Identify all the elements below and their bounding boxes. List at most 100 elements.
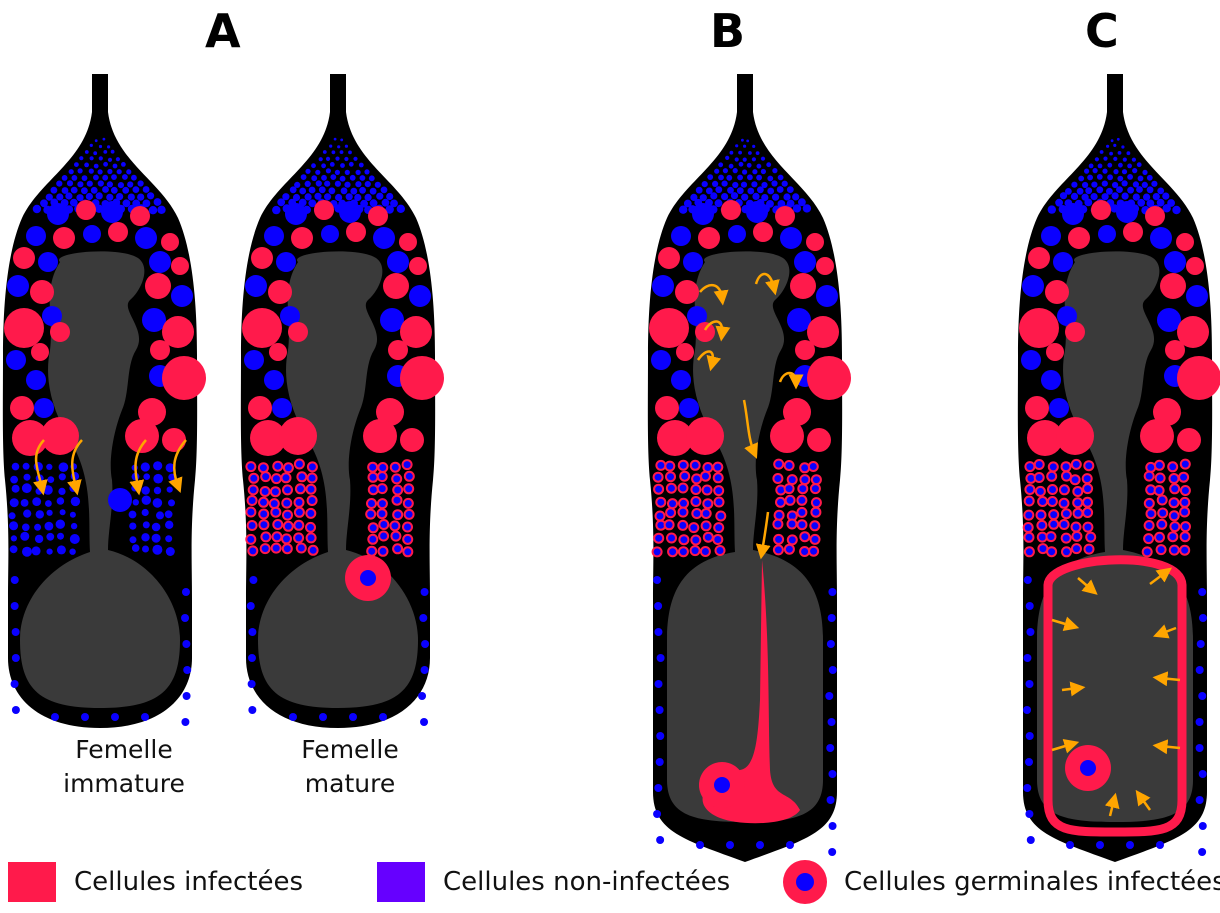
- uninfected-cell: [387, 251, 409, 273]
- germarium-cell: [1157, 188, 1164, 195]
- nurse-cell-nucleus: [307, 524, 314, 531]
- uninfected-cell: [285, 203, 307, 225]
- germarium-cell: [761, 169, 766, 174]
- legend-item-germinal: Cellules germinales infectées: [782, 862, 1220, 902]
- germarium-cell: [51, 187, 58, 194]
- germarium-cell: [138, 180, 144, 186]
- infected-cell: [171, 257, 189, 275]
- nurse-cell-nucleus: [690, 524, 697, 531]
- nurse-cell-nucleus: [655, 535, 662, 542]
- nurse-cell-nucleus: [1156, 534, 1163, 541]
- follicle-cell: [419, 614, 427, 622]
- infected-cell: [291, 227, 313, 249]
- germarium-cell: [1116, 186, 1123, 193]
- germarium-cell: [71, 187, 78, 194]
- legend-item-uninfected: Cellules non-infectées: [377, 862, 730, 902]
- germarium-cell: [730, 151, 734, 155]
- nurse-cell-nucleus: [1171, 547, 1178, 554]
- follicle-cell: [418, 692, 426, 700]
- infected-cell: [1045, 280, 1069, 304]
- uninfected-nurse-cell: [168, 499, 175, 506]
- uninfected-nurse-cell: [59, 473, 66, 480]
- germarium-cell: [1100, 150, 1104, 154]
- germarium-cell: [122, 174, 128, 180]
- infected-cell: [790, 273, 816, 299]
- nurse-cell-nucleus: [405, 500, 412, 507]
- germarium-cell: [722, 181, 728, 187]
- infected-cell: [698, 227, 720, 249]
- nurse-cell-nucleus: [249, 497, 256, 504]
- germarium-cell: [1117, 176, 1123, 182]
- nurse-cell-nucleus: [379, 464, 386, 471]
- infected-cell: [753, 222, 773, 242]
- germarium-cell: [330, 162, 335, 167]
- uninfected-nurse-cell: [20, 532, 29, 541]
- follicle-cell: [1199, 614, 1207, 622]
- uninfected-cell: [339, 201, 361, 223]
- germarium-cell: [1118, 151, 1122, 155]
- nurse-cell-nucleus: [370, 524, 377, 531]
- uninfected-nurse-cell: [57, 497, 65, 505]
- germinal-cell-nucleus: [360, 570, 376, 586]
- nurse-cell-nucleus: [692, 537, 699, 544]
- uninfected-cell: [1157, 308, 1181, 332]
- uninfected-cell: [272, 398, 292, 418]
- germarium-cell: [350, 175, 356, 181]
- nurse-cell-nucleus: [680, 500, 687, 507]
- follicle-cell: [828, 614, 836, 622]
- nurse-cell-nucleus: [787, 497, 794, 504]
- germarium-cell: [739, 162, 744, 167]
- nurse-cell-nucleus: [1050, 521, 1057, 528]
- nurse-cell-nucleus: [1182, 523, 1189, 530]
- nurse-cell-nucleus: [714, 536, 721, 543]
- germarium-cell: [93, 175, 99, 181]
- germarium-cell: [1106, 145, 1109, 148]
- nurse-cell-nucleus: [1171, 475, 1178, 482]
- legend-label-infected: Cellules infectées: [74, 867, 303, 897]
- germarium-cell: [721, 193, 728, 200]
- caption-immature-female: Femelle immature: [14, 733, 234, 801]
- germarium-cell: [316, 180, 322, 186]
- germarium-cell: [747, 188, 754, 195]
- nurse-cell-nucleus: [1049, 498, 1056, 505]
- nurse-cell-nucleus: [811, 522, 818, 529]
- nurse-cell-nucleus: [714, 464, 721, 471]
- follicle-cell: [1196, 666, 1204, 674]
- germarium-cell: [1133, 194, 1140, 201]
- germarium-cell: [103, 150, 107, 154]
- nurse-cell-nucleus: [1148, 510, 1155, 517]
- follicle-cell: [1126, 841, 1134, 849]
- uninfected-cell: [7, 275, 29, 297]
- germarium-cell: [143, 186, 150, 193]
- uninfected-nurse-cell: [153, 474, 163, 484]
- germarium-cell: [752, 157, 756, 161]
- ovariole-c: [1018, 74, 1220, 862]
- germarium-cell: [305, 169, 310, 174]
- germarium-cell: [340, 163, 345, 168]
- nurse-cell-nucleus: [786, 462, 793, 469]
- germarium-cell: [1089, 164, 1094, 169]
- germarium-cell: [737, 175, 743, 181]
- germarium-cell: [86, 193, 93, 200]
- nurse-cell-nucleus: [394, 497, 401, 504]
- nurse-cell-nucleus: [667, 509, 674, 516]
- germarium-cell: [1084, 199, 1092, 207]
- infected-cell: [268, 280, 292, 304]
- germarium-cell: [332, 150, 336, 154]
- uninfected-cell: [728, 225, 746, 243]
- uninfected-cell: [149, 251, 171, 273]
- germarium-cell: [761, 157, 765, 161]
- uninfected-cell: [683, 252, 703, 272]
- nurse-cell-nucleus: [309, 463, 316, 470]
- germarium-cell: [98, 180, 104, 186]
- germarium-cell: [376, 193, 383, 200]
- nurse-cell-nucleus: [307, 510, 314, 517]
- follicle-cell: [111, 713, 119, 721]
- uninfected-cell: [47, 203, 69, 225]
- uninfected-nurse-cell: [70, 512, 76, 518]
- uninfected-nurse-cell: [165, 535, 172, 542]
- germarium-cell: [360, 175, 366, 181]
- nurse-cell-nucleus: [296, 461, 303, 468]
- nurse-cell-nucleus: [680, 462, 687, 469]
- uninfected-cell: [1116, 201, 1138, 223]
